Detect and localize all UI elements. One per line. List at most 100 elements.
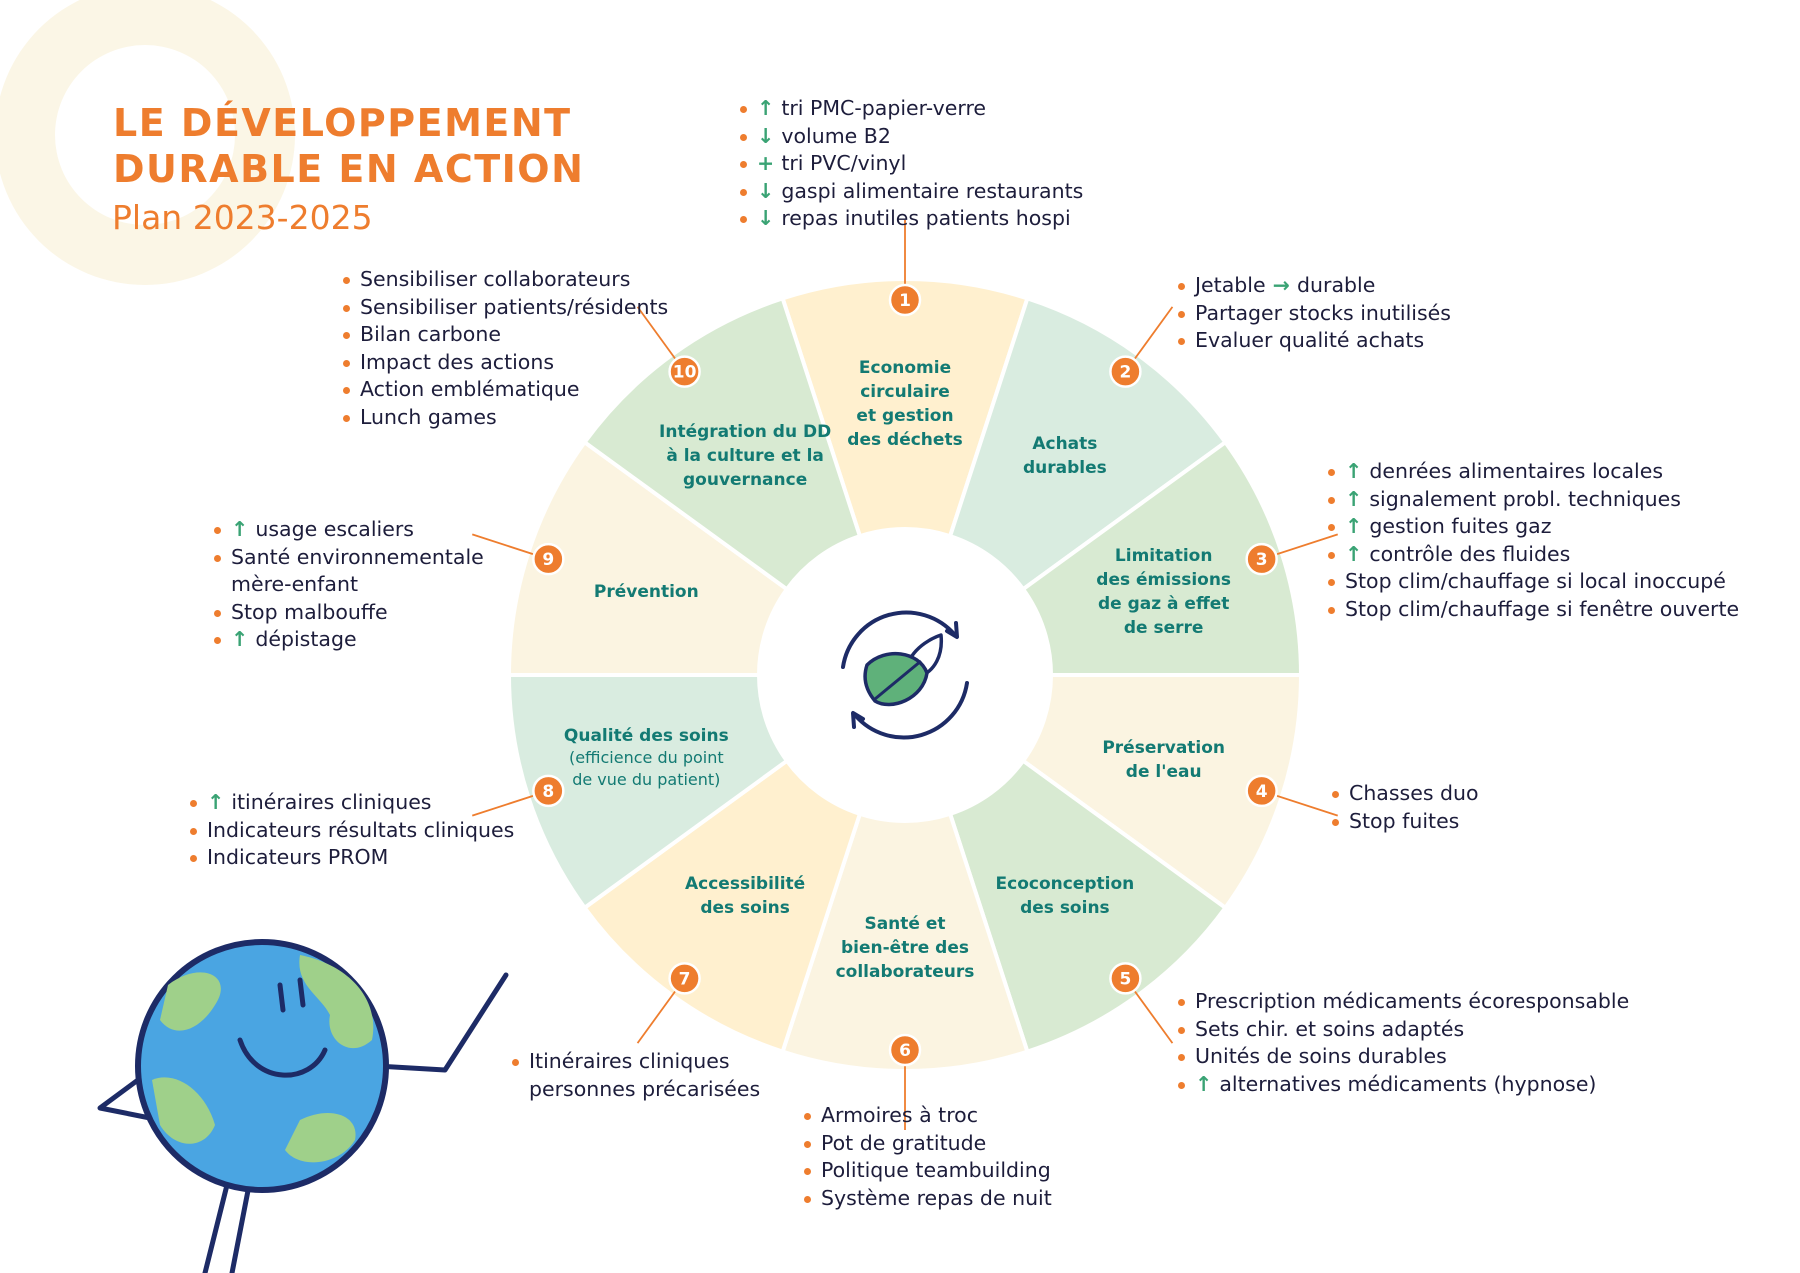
segment-3-label: de gaz à effet [1098,594,1229,614]
list-item: Stop malbouffe [214,599,484,627]
list-item-text: Action emblématique [360,377,580,401]
badge-number-3: 3 [1256,550,1268,570]
list-item: ↑ usage escaliers [214,516,484,544]
list-item-text: Bilan carbone [360,322,501,346]
list-item-text: Jetable [1195,273,1266,297]
list-item-text: tri PVC/vinyl [781,151,907,175]
list-item: ↑ tri PMC-papier-verre [740,95,1083,123]
badge-4 [1245,774,1278,808]
list-item-text: denrées alimentaires locales [1369,459,1664,483]
wheel-segment-6 [780,811,1030,1074]
badge-8 [532,774,565,808]
wheel-segment-2 [947,295,1229,592]
list-item: Bilan carbone [343,321,668,349]
badge-5 [1109,962,1142,995]
segment-6-label: Santé et [864,914,945,934]
list-item: Stop clim/chauffage si fenêtre ouverte [1328,596,1739,624]
arrow-up-icon: ↑ [1345,459,1370,483]
arrow-down-icon: ↓ [757,123,782,148]
segment-3-label: Limitation [1115,546,1213,566]
list-item: ↓ volume B2 [740,123,1083,151]
list-item: Armoires à troc [804,1102,1052,1130]
segment-1-label: circulaire [860,382,950,402]
badge-2 [1109,355,1142,388]
segment-5-label: des soins [1020,898,1110,918]
segment-3-label: de serre [1124,618,1204,638]
badge-9 [532,542,565,576]
list-item: Politique teambuilding [804,1157,1052,1185]
segment-1-label: Economie [859,358,951,378]
list-item: Sets chir. et soins adaptés [1178,1016,1629,1044]
list-item: Lunch games [343,404,668,432]
wheel-segment-8 [506,673,790,911]
list-item-text: Unités de soins durables [1195,1044,1447,1068]
segment-5-label: Ecoconception [996,874,1135,894]
list-item-text: tri PMC-papier-verre [781,96,987,120]
badge-number-2: 2 [1119,363,1131,383]
list-item-text: dépistage [255,627,357,651]
decorative-circle-inner [55,45,235,225]
list-item-text: Chasses duo [1349,781,1479,805]
list-item-text: alternatives médicaments (hypnose) [1219,1071,1597,1096]
list-item-text: Sets chir. et soins adaptés [1195,1016,1465,1041]
segment-6-label: bien-être des [841,938,969,958]
list-item-text: Indicateurs résultats cliniques [207,817,515,842]
wheel-segment-1 [780,277,1030,539]
wheel-segment-5 [947,758,1229,1055]
arrow-up-icon: ↑ [1195,1071,1220,1096]
badge-3 [1245,542,1278,576]
badge-10 [668,355,701,388]
list-item: Action emblématique [343,376,668,404]
badge-number-4: 4 [1256,782,1268,802]
list-item: Sensibiliser collaborateurs [343,266,668,294]
segment-8-sublabel: (efficience du point [569,748,724,767]
list-item: Evaluer qualité achats [1178,327,1451,355]
segment-8-label: Qualité des soins [564,726,729,746]
list-item-text: contrôle des fluides [1369,541,1571,566]
segment-2-label: Achats [1032,434,1097,454]
list-item-text: Sensibiliser patients/résidents [360,294,669,319]
list-item-text: Stop malbouffe [231,599,388,624]
list-item: Prescription médicaments écoresponsable [1178,988,1629,1016]
badge-7 [668,962,701,995]
wheel-segment-4 [1020,673,1304,911]
list-item-text: durable [1297,273,1376,297]
title-line-1: LE DÉVELOPPEMENT [113,101,572,145]
segment-9-label: Prévention [594,582,699,602]
segment-2-label: durables [1023,458,1107,478]
list-item: Jetable → durable [1178,272,1451,300]
badge-6 [888,1033,922,1067]
list-item-continuation: personnes précarisées [529,1076,761,1101]
earth-mascot-icon [97,939,509,1273]
list-item-text: Evaluer qualité achats [1195,328,1425,352]
list-item: Pot de gratitude [804,1130,1052,1158]
segment-7-label: Accessibilité [685,874,805,894]
arrow-up-icon: ↑ [1345,486,1370,511]
list-item: Partager stocks inutilisés [1178,300,1451,328]
list-item-text: Santé environnementale [231,544,484,569]
badge-number-5: 5 [1119,969,1131,989]
arrow-up-icon: ↑ [231,517,256,541]
leaf-recycle-icon [841,610,969,740]
subtitle: Plan 2023-2025 [112,198,373,237]
list-item: ↓ repas inutiles patients hospi [740,205,1083,233]
segment-1-label: et gestion [856,406,953,426]
list-item: ↑ alternatives médicaments (hypnose) [1178,1071,1629,1099]
list-item-text: usage escaliers [255,517,414,541]
title-line-2: DURABLE EN ACTION [113,147,584,191]
list-item-text: Système repas de nuit [821,1185,1052,1210]
list-item: Unités de soins durables [1178,1043,1629,1071]
list-item: ↑ dépistage [214,626,484,654]
list-item-text: Stop clim/chauffage si local inoccupé [1345,569,1726,593]
list-item-text: Politique teambuilding [821,1158,1051,1182]
list-item-text: signalement probl. techniques [1369,486,1681,511]
list-item-continuation: mère-enfant [231,572,358,596]
